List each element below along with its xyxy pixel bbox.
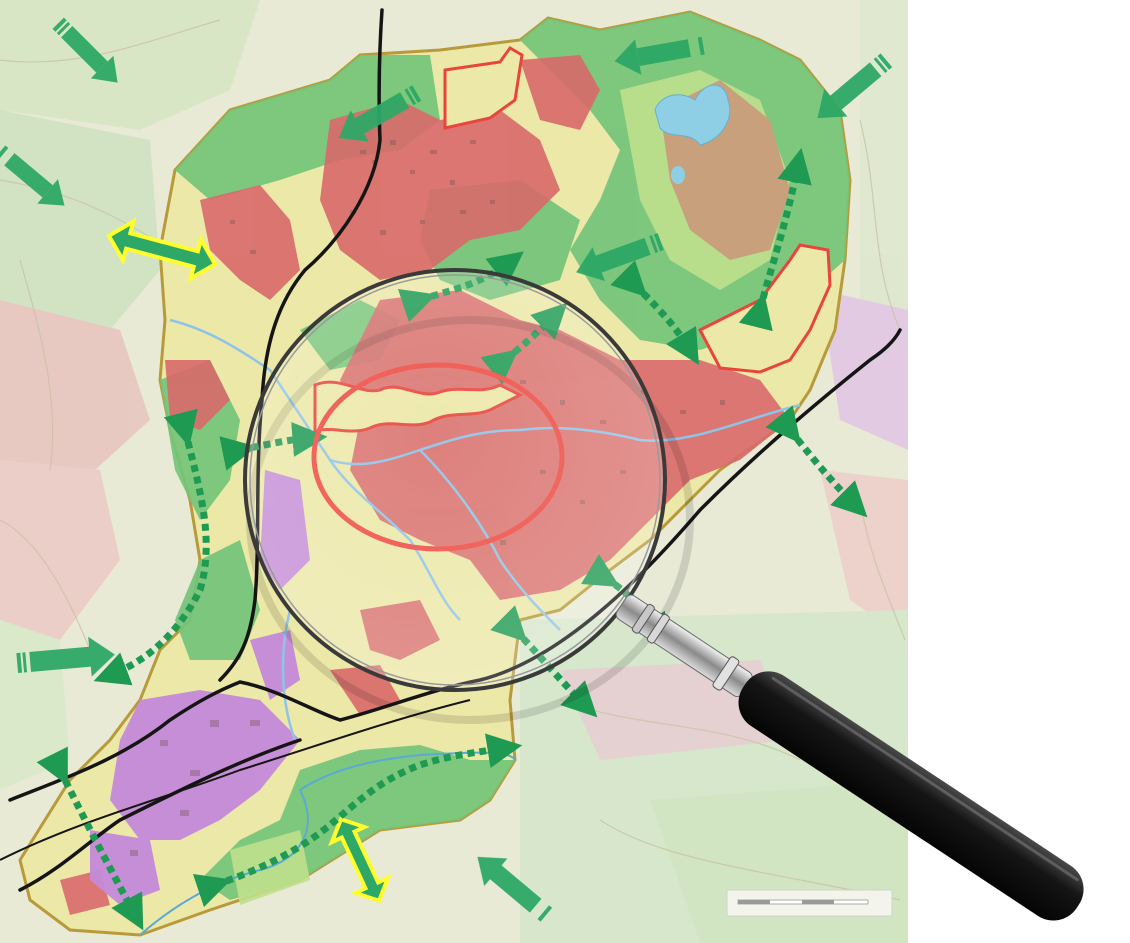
land-use-map <box>0 0 908 943</box>
lens-rim-highlight <box>249 274 661 686</box>
magnifying-glass <box>243 268 1084 921</box>
small-lake <box>671 166 685 184</box>
scale-bar <box>726 889 893 917</box>
handle-grip <box>738 671 1084 921</box>
green-arrow-w <box>0 145 65 206</box>
green-arrow-nw <box>52 17 118 83</box>
green-corridor-arrows <box>0 17 893 922</box>
quarry-lake <box>654 84 731 146</box>
green-arrow-ne <box>817 53 893 119</box>
lens-rim <box>243 268 667 692</box>
magnifier-handle <box>615 594 1084 921</box>
building-blocks <box>130 140 725 856</box>
green-arrow-center <box>576 233 664 282</box>
yellow-arrow-west <box>106 217 218 283</box>
green-arrow-ne-top <box>614 36 705 75</box>
lens-glass <box>245 270 665 690</box>
green-arrow-north <box>338 85 422 142</box>
